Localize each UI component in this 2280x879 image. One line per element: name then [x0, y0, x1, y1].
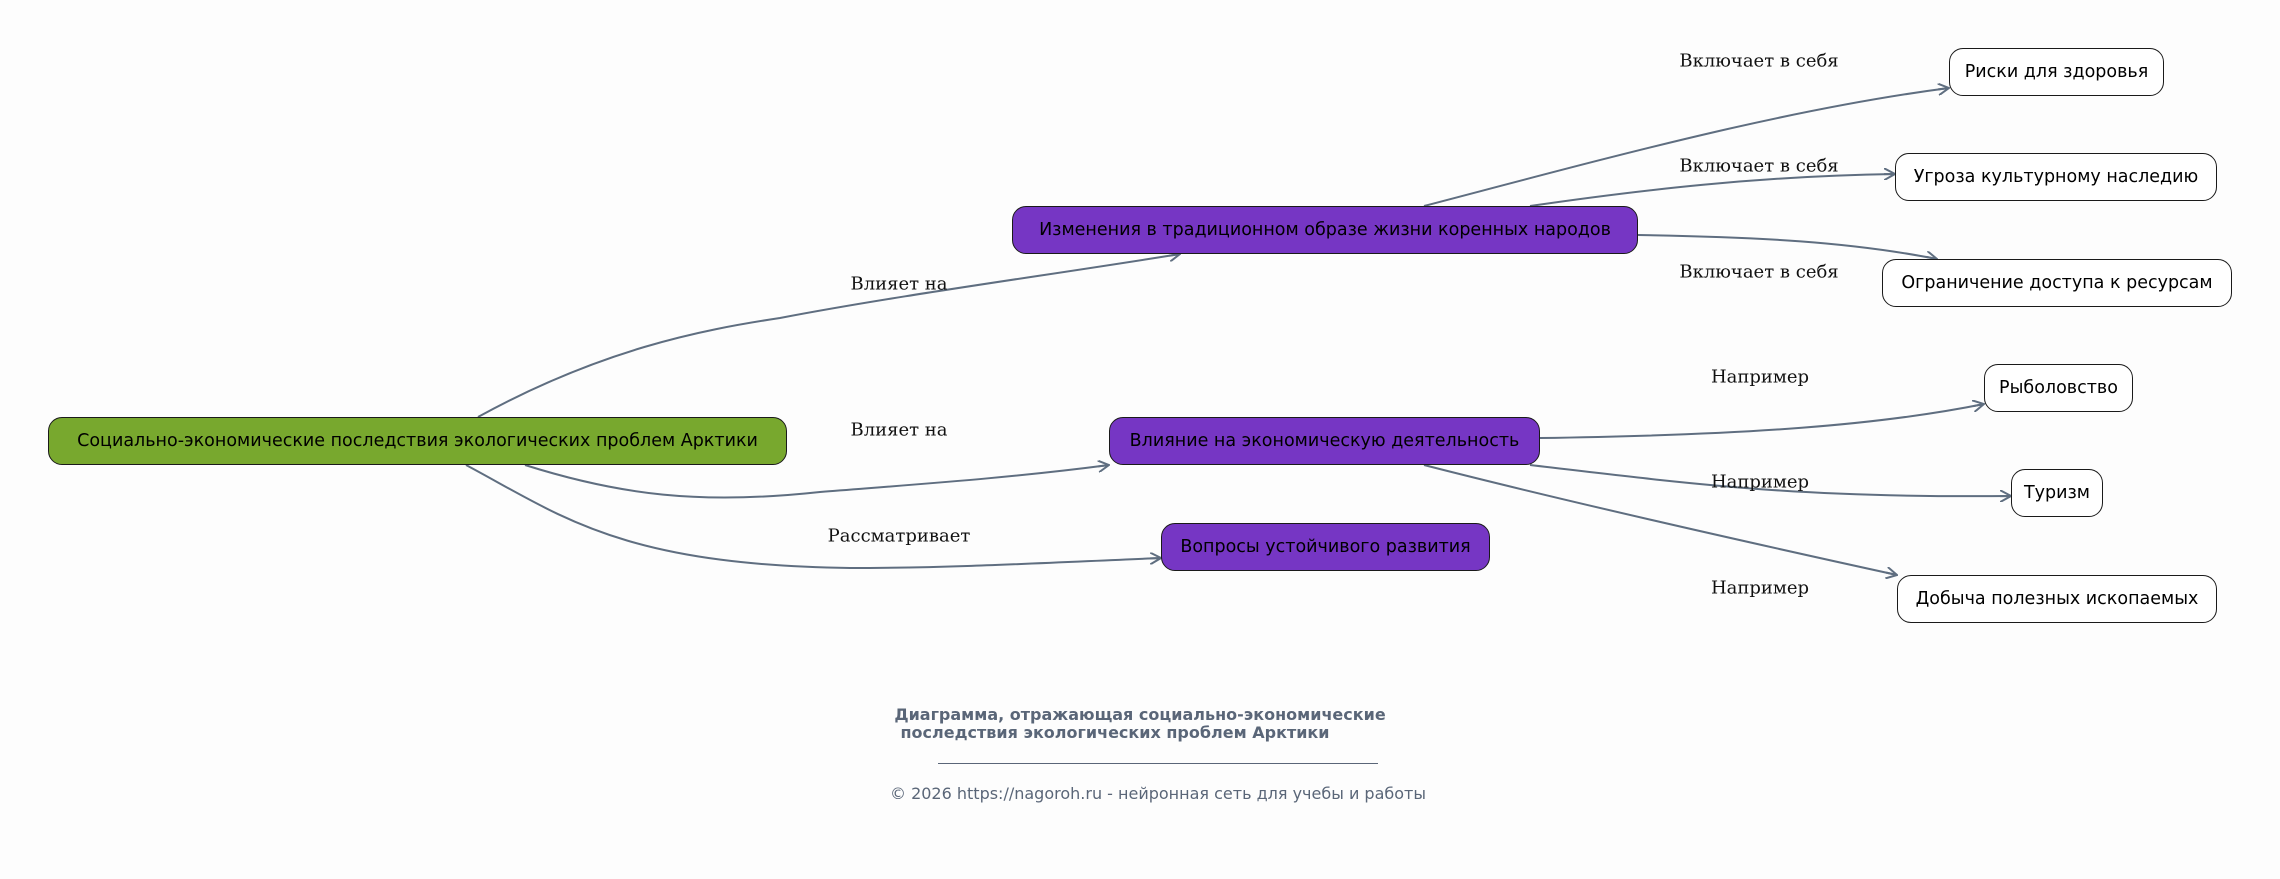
- edge-economic-tourism: [1529, 464, 2011, 496]
- caption-line-2: последствия экологических проблем Арктик…: [900, 723, 1330, 742]
- caption-divider: [938, 763, 1378, 764]
- node-tourism-label: Туризм: [2023, 483, 2091, 503]
- edge-label-root-economic: Влияет на: [850, 419, 948, 441]
- edge-label-traditional-heritage: Включает в себя: [1679, 155, 1839, 177]
- edge-root-economic: [524, 465, 1109, 499]
- edge-traditional-health: [1423, 88, 1949, 207]
- node-fishing[interactable]: Рыболовство: [1984, 364, 2133, 412]
- edge-label-root-sustainable: Рассматривает: [827, 525, 971, 547]
- node-traditional-lifestyle-label: Изменения в традиционном образе жизни ко…: [1039, 220, 1611, 240]
- node-tourism[interactable]: Туризм: [2011, 469, 2103, 517]
- node-cultural-heritage[interactable]: Угроза культурному наследию: [1895, 153, 2217, 201]
- node-economic-activity[interactable]: Влияние на экономическую деятельность: [1109, 417, 1540, 465]
- node-economic-activity-label: Влияние на экономическую деятельность: [1129, 431, 1520, 451]
- edge-label-economic-mining: Например: [1710, 577, 1810, 599]
- edge-traditional-heritage: [1529, 174, 1895, 207]
- copyright-text: © 2026 https://nagoroh.ru - нейронная се…: [889, 784, 1426, 803]
- edge-label-traditional-health: Включает в себя: [1679, 50, 1839, 72]
- edge-label-root-traditional: Влияет на: [850, 273, 948, 295]
- node-health-risks[interactable]: Риски для здоровья: [1949, 48, 2164, 96]
- edge-label-economic-tourism: Например: [1710, 471, 1810, 493]
- node-resource-access[interactable]: Ограничение доступа к ресурсам: [1882, 259, 2232, 307]
- node-sustainable-development-label: Вопросы устойчивого развития: [1180, 537, 1471, 557]
- edge-label-economic-fishing: Например: [1710, 366, 1810, 388]
- diagram-caption: Диаграмма, отражающая социально-экономич…: [0, 706, 2280, 742]
- node-sustainable-development[interactable]: Вопросы устойчивого развития: [1161, 523, 1490, 571]
- node-mining-label: Добыча полезных ископаемых: [1915, 589, 2199, 609]
- node-mining[interactable]: Добыча полезных ископаемых: [1897, 575, 2217, 623]
- node-fishing-label: Рыболовство: [1999, 378, 2118, 398]
- caption-line-1: Диаграмма, отражающая социально-экономич…: [894, 705, 1386, 724]
- node-root-label: Социально-экономические последствия экол…: [77, 431, 758, 451]
- edge-root-traditional: [477, 254, 1180, 418]
- edge-root-sustainable: [465, 464, 1161, 570]
- node-health-risks-label: Риски для здоровья: [1964, 62, 2149, 82]
- edge-label-traditional-resources: Включает в себя: [1679, 261, 1839, 283]
- edge-economic-mining: [1423, 464, 1897, 575]
- edge-traditional-resources: [1637, 234, 1937, 259]
- edge-economic-fishing: [1539, 404, 1984, 439]
- node-root[interactable]: Социально-экономические последствия экол…: [48, 417, 787, 465]
- node-cultural-heritage-label: Угроза культурному наследию: [1913, 167, 2199, 187]
- node-traditional-lifestyle[interactable]: Изменения в традиционном образе жизни ко…: [1012, 206, 1638, 254]
- node-resource-access-label: Ограничение доступа к ресурсам: [1901, 273, 2213, 293]
